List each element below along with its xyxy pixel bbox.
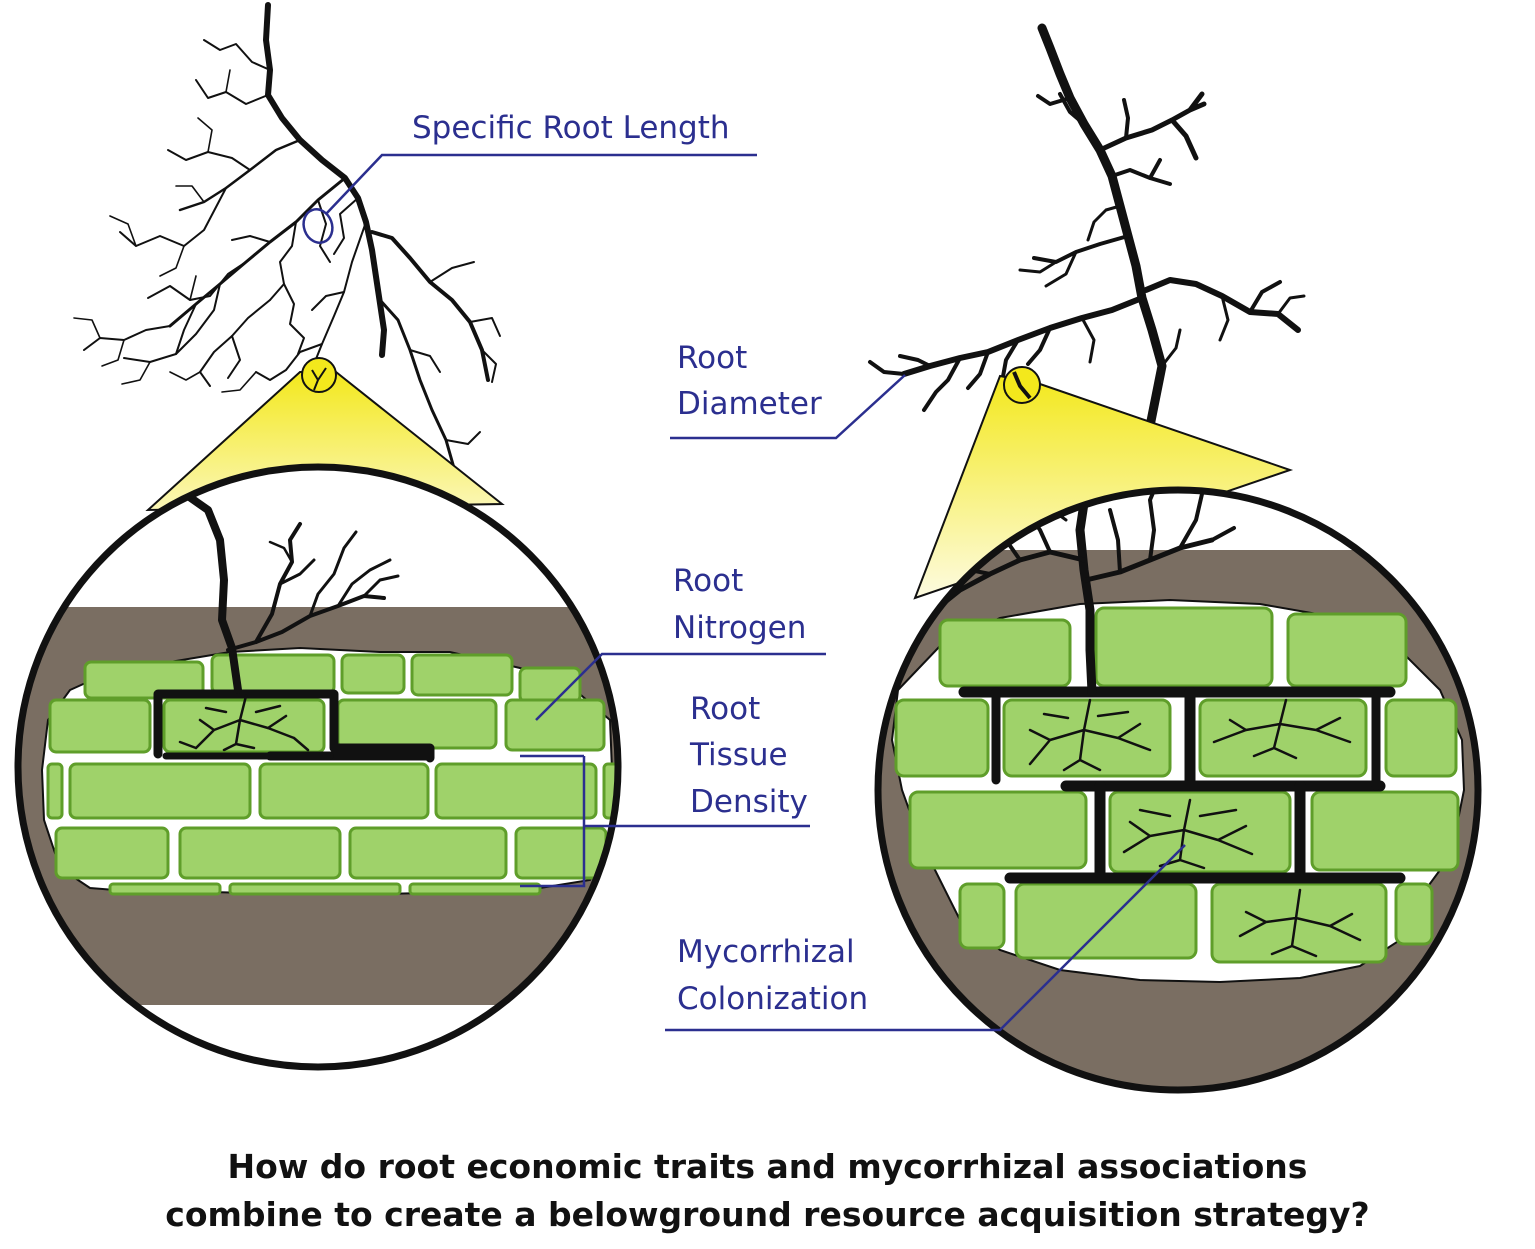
tissue-density-leader	[520, 754, 810, 888]
left-magnifier-focus	[301, 357, 337, 393]
mycorrhizal-leader	[665, 844, 1186, 1032]
left-magnified-view	[18, 467, 618, 1067]
label-root-diameter-line2: Diameter	[677, 386, 822, 422]
left-magnified-circle	[14, 463, 622, 1071]
leader-lines	[325, 153, 1186, 1032]
label-root-tissue-density-line2: Tissue	[689, 737, 788, 773]
research-question-line2: combine to create a belowground resource…	[165, 1195, 1370, 1234]
specific-root-length-marker	[302, 208, 334, 244]
label-specific-root-length: Specific Root Length	[412, 110, 730, 146]
right-magnifier-focus	[1003, 366, 1041, 404]
label-mycorrhizal-line1: Mycorrhizal	[677, 934, 855, 970]
right-magnified-circle	[874, 486, 1482, 1094]
srl-leader	[325, 153, 757, 215]
label-root-tissue-density-line1: Root	[690, 691, 760, 727]
label-root-nitrogen-line1: Root	[673, 563, 743, 599]
root-diameter-leader	[670, 374, 906, 440]
label-mycorrhizal-line2: Colonization	[677, 981, 868, 1017]
root-nitrogen-leader	[535, 652, 826, 721]
research-question: How do root economic traits and mycorrhi…	[0, 1143, 1535, 1239]
left-fine-root-system	[73, 2, 501, 470]
research-question-line1: How do root economic traits and mycorrhi…	[227, 1147, 1308, 1186]
right-magnified-view	[878, 490, 1478, 1090]
label-root-tissue-density-line3: Density	[690, 784, 808, 820]
label-root-nitrogen-line2: Nitrogen	[673, 610, 806, 646]
label-root-diameter-line1: Root	[677, 340, 747, 376]
right-coarse-root-system	[868, 23, 1306, 431]
